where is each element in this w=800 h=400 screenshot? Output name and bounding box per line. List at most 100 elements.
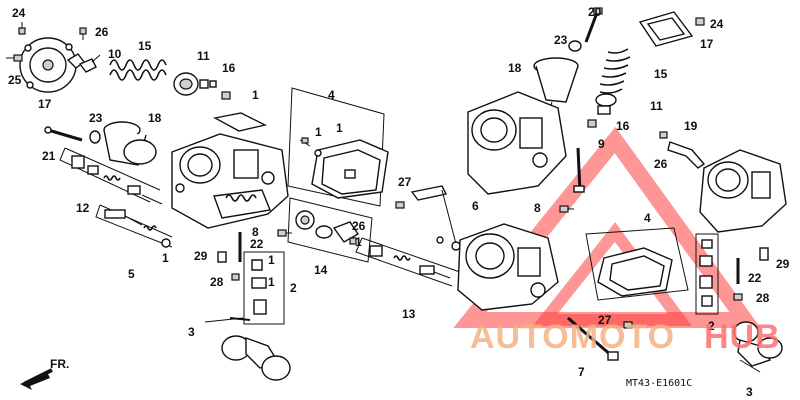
- callout-17: 17: [700, 37, 714, 51]
- gasket-1-top: [212, 112, 268, 132]
- callout-2: 2: [708, 319, 715, 333]
- callout-1: 1: [336, 121, 343, 135]
- callout-4: 4: [328, 88, 335, 102]
- callout-3: 3: [746, 385, 753, 399]
- spring-15-left: [109, 59, 167, 81]
- screw-24-right: [695, 17, 705, 26]
- callout-15: 15: [138, 39, 152, 53]
- bolt-20: [584, 7, 603, 43]
- ring-23-left: [89, 130, 101, 144]
- callout-14: 14: [314, 263, 328, 277]
- callout-8: 8: [252, 225, 259, 239]
- callout-26: 26: [352, 219, 366, 233]
- callout-1: 1: [268, 275, 275, 289]
- jet-assembly-12: [59, 147, 163, 205]
- front-direction-arrow: FR.: [20, 357, 69, 390]
- callout-24: 24: [710, 17, 724, 31]
- callout-4: 4: [644, 211, 651, 225]
- callout-26: 26: [654, 157, 668, 171]
- callout-22: 22: [748, 271, 762, 285]
- callout-23: 23: [554, 33, 568, 47]
- callout-13: 13: [402, 307, 416, 321]
- screw-27-right: [623, 321, 633, 329]
- screw-16-right: [587, 119, 597, 128]
- callout-26: 26: [95, 25, 109, 39]
- screw-27-center: [395, 201, 405, 209]
- callout-8: 8: [534, 201, 541, 215]
- float-valve-2-right: [695, 233, 719, 315]
- bracket-10: [66, 53, 101, 73]
- piston-18-left: [103, 121, 157, 166]
- screw-25: [6, 54, 23, 62]
- callout-6: 6: [472, 199, 479, 213]
- callout-5: 5: [128, 267, 135, 281]
- rod-9: [573, 147, 585, 193]
- ring-23-right: [568, 40, 582, 52]
- carburetor-body-right-upper: [467, 91, 567, 195]
- screw-28-left: [231, 273, 240, 281]
- callout-11: 11: [197, 49, 210, 63]
- diaphragm-11-right: [595, 93, 617, 115]
- callout-25: 25: [8, 73, 22, 87]
- callout-16: 16: [616, 119, 630, 133]
- screw-24-left: [18, 22, 26, 35]
- callout-7: 7: [578, 365, 585, 379]
- float-valve-2-left: [243, 251, 285, 325]
- carburetor-body-far-right: [699, 149, 787, 233]
- callout-28: 28: [756, 291, 770, 305]
- linkage-6: [410, 185, 461, 251]
- callout-1: 1: [252, 88, 259, 102]
- jet-assembly-5: [95, 204, 173, 248]
- pump-assembly-14: [287, 197, 373, 263]
- callout-22: 22: [250, 237, 264, 251]
- pilot-screw-22-29-right: [736, 247, 769, 284]
- spring-15-right: [599, 48, 631, 94]
- callout-1: 1: [268, 253, 275, 267]
- callout-29: 29: [776, 257, 790, 271]
- callout-27: 27: [398, 175, 412, 189]
- callout-27: 27: [598, 313, 612, 327]
- pilot-screw-22-29: [217, 232, 242, 263]
- screw-8-center: [277, 229, 292, 237]
- jet-assembly-13: [355, 237, 461, 287]
- callout-21: 21: [42, 149, 56, 163]
- piston-18-right: [533, 57, 579, 117]
- callout-16: 16: [222, 61, 236, 75]
- carburetor-body-right-lower: [457, 223, 559, 311]
- needle-21: [44, 126, 83, 142]
- callout-1: 1: [315, 125, 322, 139]
- callout-15: 15: [654, 67, 668, 81]
- screw-8-right: [559, 205, 574, 213]
- callout-29: 29: [194, 249, 208, 263]
- callout-10: 10: [108, 47, 122, 61]
- callout-19: 19: [684, 119, 698, 133]
- screw-26-center: [349, 237, 357, 245]
- float-chamber-4-right: [585, 227, 689, 301]
- callout-23: 23: [89, 111, 103, 125]
- drawing-code: MT43-E1601C: [626, 378, 692, 389]
- float-bowl-3-left: [204, 317, 291, 381]
- callout-12: 12: [76, 201, 90, 215]
- callout-28: 28: [210, 275, 224, 289]
- callout-20: 20: [588, 5, 602, 19]
- diaphragm-11-left: [173, 72, 217, 96]
- callout-9: 9: [598, 137, 605, 151]
- callout-18: 18: [148, 111, 162, 125]
- screws-1-center: [299, 137, 322, 157]
- watermark-text-secondary: HUB: [704, 318, 781, 356]
- cable-7: [567, 316, 619, 361]
- float-chamber-4: [287, 87, 389, 207]
- screw-28-right: [733, 293, 743, 301]
- screw-26-right: [659, 131, 668, 139]
- front-marker-label: FR.: [50, 357, 69, 371]
- callout-11: 11: [650, 99, 663, 113]
- carburetor-body-left: [171, 133, 289, 229]
- watermark-text-primary: AUTOMOTO: [470, 318, 675, 356]
- screw-16-left: [221, 91, 231, 100]
- callout-24: 24: [12, 6, 26, 20]
- float-bowl-3-right: [733, 321, 783, 373]
- callout-1: 1: [162, 251, 169, 265]
- vacuum-cover-right: [638, 11, 694, 47]
